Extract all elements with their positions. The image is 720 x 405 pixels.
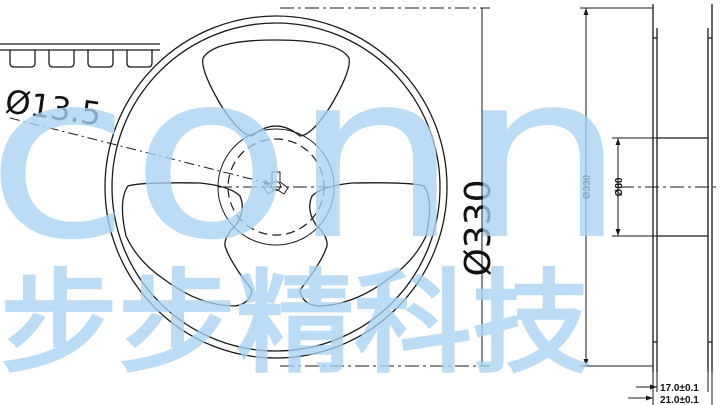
hub-hole-leader <box>9 117 272 185</box>
width-outer-dim-label: 21.0±0.1 <box>660 395 699 405</box>
spindle-key <box>263 171 289 195</box>
carrier-tape <box>0 43 160 68</box>
watermark-chinese: 步步精科技 <box>0 259 590 389</box>
side-hub-dim-label: Ø80 <box>614 177 625 196</box>
watermark: conn 步步精科技 <box>0 24 626 389</box>
width-inner-dim-label: 17.0±0.1 <box>660 383 699 394</box>
reel-window-top <box>201 39 351 137</box>
side-outer-dim-label: Ø330 <box>582 174 593 199</box>
reel-outer-rim <box>104 15 448 359</box>
watermark-latin: conn <box>0 24 626 291</box>
spindle-hole <box>271 181 281 191</box>
reel-inner-rim <box>111 22 441 352</box>
front-outer-dim-label: Ø330 <box>458 179 499 276</box>
